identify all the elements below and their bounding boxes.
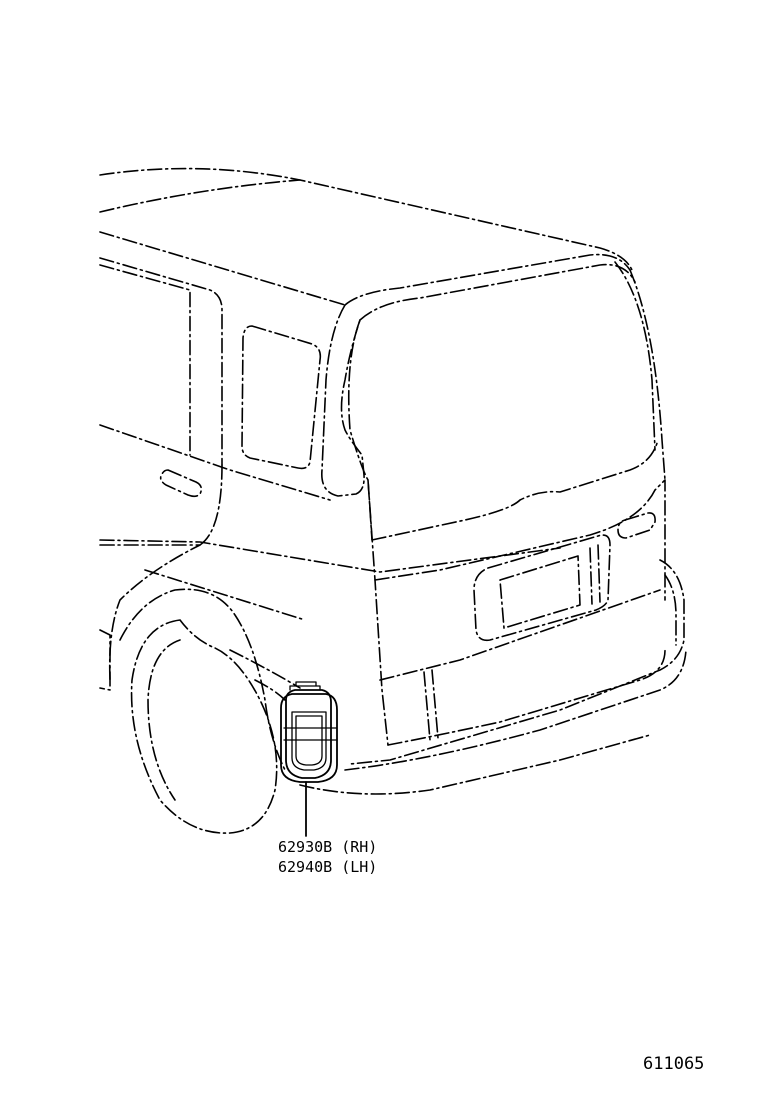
part-label-rh: 62930B (RH) <box>278 838 377 856</box>
figure-code: 611065 <box>643 1054 704 1074</box>
part-label-lh: 62940B (LH) <box>278 858 377 876</box>
van-body-outline <box>99 167 687 834</box>
rear-reflector-part <box>280 681 338 837</box>
